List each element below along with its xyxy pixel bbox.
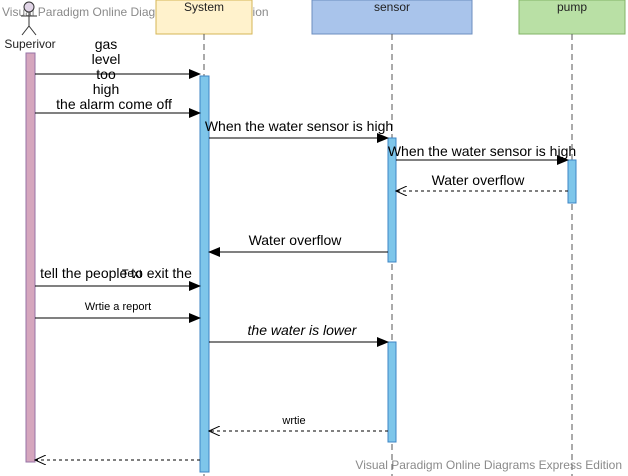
message-alarm: the alarm come off [56, 96, 172, 112]
participant-system-box[interactable] [155, 0, 253, 35]
sensor-activation-bar-2 [387, 341, 397, 443]
message-wrtie: wrtie [281, 415, 305, 427]
message-gas-level-line-1: gas [95, 36, 118, 52]
message-water-overflow-sensor: Water overflow [249, 232, 343, 248]
sensor-activation-bar-1 [387, 137, 397, 263]
participant-sensor-label: sensor [374, 0, 410, 14]
pump-activation-bar [567, 159, 577, 204]
message-gas-level-line-2: level [92, 51, 121, 67]
system-activation-bar [199, 75, 210, 473]
actor-label: Superivor [4, 37, 55, 51]
message-write-report: Wrtie a report [85, 301, 151, 313]
watermark-bottom: Visual Paradigm Online Diagrams Express … [355, 458, 622, 472]
participant-pump-box[interactable] [518, 0, 626, 35]
message-tell-people: tell the people to exit the [40, 265, 192, 281]
message-water-overflow-pump: Water overflow [432, 172, 526, 188]
message-text-overlay: Text [122, 268, 142, 280]
participant-system-label: System [184, 0, 224, 14]
message-water-lower: the water is lower [248, 322, 358, 338]
participant-pump-label: pump [557, 0, 587, 14]
actor-supervisor[interactable]: Superivor [4, 1, 56, 51]
message-water-sensor-high-1: When the water sensor is high [205, 118, 393, 134]
message-gas-level-line-4: high [93, 81, 119, 97]
stick-figure-icon [21, 1, 37, 36]
message-water-sensor-high-2: When the water sensor is high [388, 143, 576, 159]
actor-activation-bar [25, 52, 36, 463]
